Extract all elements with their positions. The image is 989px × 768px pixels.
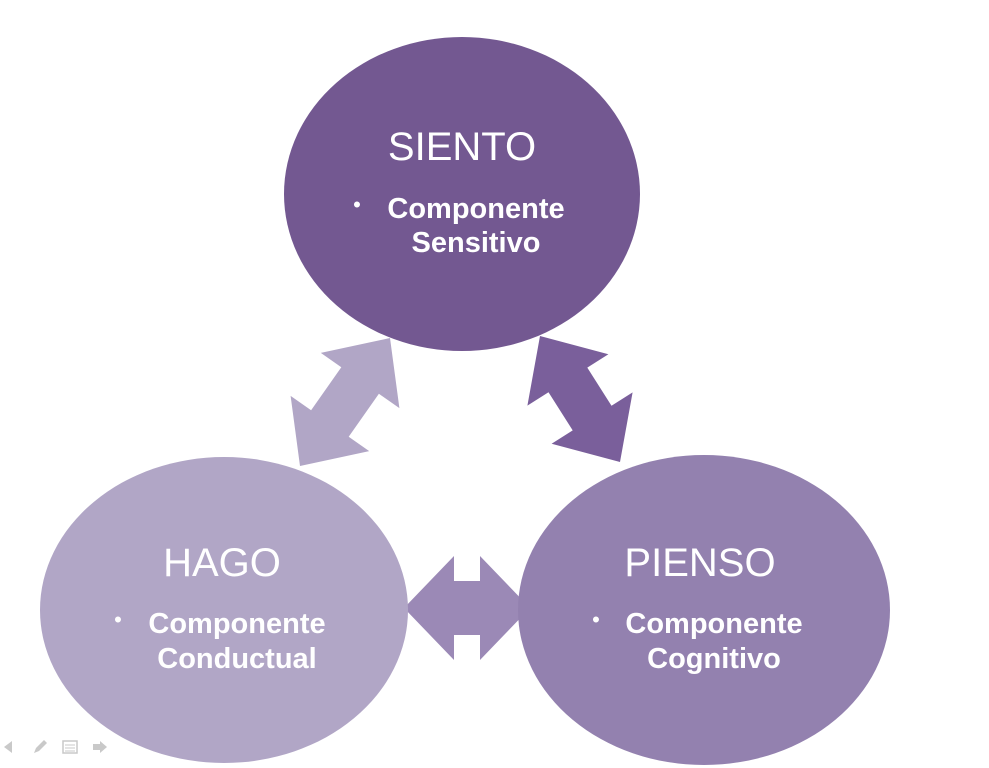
double-arrow-siento-hago bbox=[290, 338, 400, 466]
siento-line2: Sensitivo bbox=[412, 227, 541, 259]
pen-icon[interactable] bbox=[30, 737, 50, 757]
pienso-line1: Componente bbox=[625, 608, 802, 640]
pienso-bullet: • bbox=[592, 607, 600, 632]
hago-line1: Componente bbox=[148, 608, 325, 640]
siento-title: SIENTO bbox=[388, 125, 536, 169]
siento-bullet: • bbox=[353, 192, 361, 217]
hago-line2: Conductual bbox=[157, 643, 317, 675]
double-arrow-siento-pienso bbox=[527, 336, 633, 462]
hago-bullet: • bbox=[114, 607, 122, 632]
double-arrow-hago-pienso bbox=[404, 556, 530, 660]
pienso-line2: Cognitivo bbox=[647, 643, 781, 675]
pienso-title: PIENSO bbox=[624, 541, 775, 585]
siento-line1: Componente bbox=[387, 193, 564, 225]
slideshow-toolbar bbox=[0, 736, 110, 758]
siento-circle bbox=[284, 37, 640, 351]
next-slide-icon[interactable] bbox=[90, 737, 110, 757]
hago-circle bbox=[40, 457, 408, 763]
pienso-circle bbox=[518, 455, 890, 765]
slide-menu-icon[interactable] bbox=[60, 737, 80, 757]
hago-title: HAGO bbox=[163, 541, 281, 585]
previous-slide-icon[interactable] bbox=[0, 737, 20, 757]
